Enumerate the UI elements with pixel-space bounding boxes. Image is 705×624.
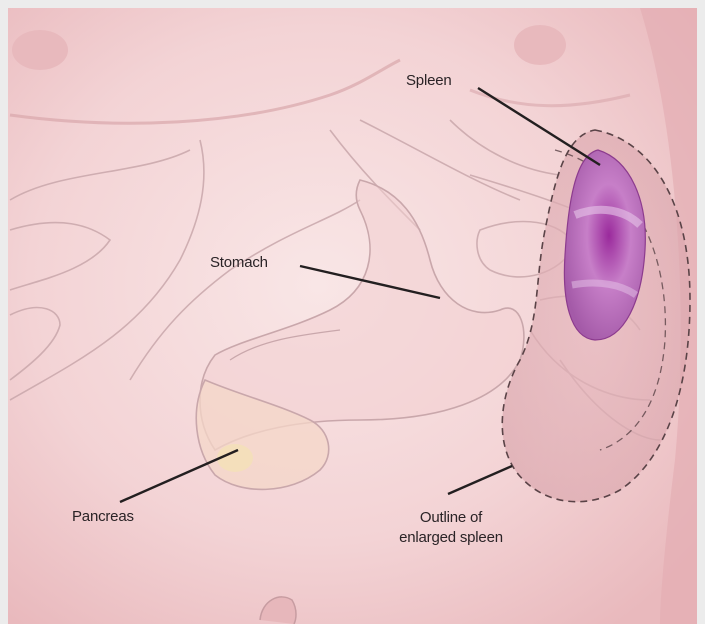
outline-label-line1: Outline of (376, 508, 526, 528)
stomach-label: Stomach (210, 254, 268, 271)
left-nipple (12, 30, 68, 70)
spleen-label: Spleen (406, 72, 452, 89)
pancreas-label: Pancreas (72, 508, 134, 525)
outline-label-line2: enlarged spleen (376, 528, 526, 548)
outline-label: Outline of enlarged spleen (376, 508, 526, 548)
right-nipple (514, 25, 566, 65)
